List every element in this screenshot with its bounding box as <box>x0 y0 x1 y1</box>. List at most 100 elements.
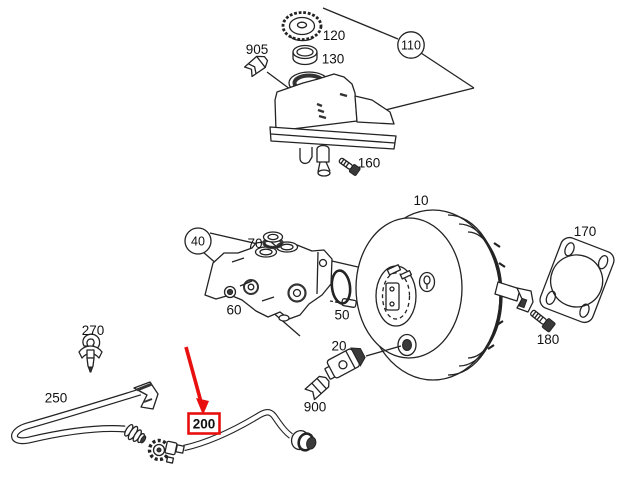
booster-center-dashed <box>381 272 411 320</box>
tank-body <box>274 73 358 132</box>
part-label-110[interactable]: 110 <box>401 39 421 53</box>
gasket-170 <box>539 236 615 324</box>
tank-level-marks <box>316 92 348 120</box>
booster-stud-top-1 <box>386 264 402 276</box>
clip-905-detail <box>248 56 266 74</box>
gasket-center-hole <box>549 254 604 308</box>
grommet-70 <box>262 231 284 250</box>
clip-905 <box>243 55 269 78</box>
booster-keyhole <box>418 271 436 293</box>
part-label-200-highlighted[interactable]: 200 <box>193 417 216 432</box>
part-label-905[interactable]: 905 <box>246 42 269 57</box>
mc-outlet <box>278 314 290 322</box>
part-label-120[interactable]: 120 <box>323 28 346 43</box>
part-label-160[interactable]: 160 <box>358 156 381 171</box>
leader-110-to-reservoir <box>372 87 475 114</box>
connector-hole <box>156 447 162 453</box>
brake-booster <box>329 209 534 381</box>
hose-200-end-fitting <box>290 430 317 452</box>
stud-dashed-line <box>329 300 342 304</box>
leader-110-top <box>322 7 399 40</box>
highlight-box <box>187 412 221 435</box>
grommet-bottom <box>263 242 283 249</box>
reservoir-tank <box>269 71 397 177</box>
highlight-200 <box>184 346 221 435</box>
gasket-hole-tl <box>564 242 575 257</box>
part-labels: 905 120 130 110 160 10 170 180 40 70 60 … <box>45 28 597 432</box>
elbow-band-2 <box>143 398 153 403</box>
filler-seal <box>292 44 318 66</box>
booster-clamp-tabs <box>487 242 506 350</box>
o-ring-50 <box>330 269 352 305</box>
callout-circle-110[interactable] <box>397 31 425 59</box>
bolt-180 <box>530 309 556 333</box>
tank-right-extension <box>354 95 395 125</box>
hose-200-quick-connector <box>147 438 185 464</box>
mc-boss-right <box>287 283 307 303</box>
gasket-plate <box>539 236 615 324</box>
elbow-band-1 <box>136 382 153 392</box>
part-label-70[interactable]: 70 <box>247 236 262 251</box>
highlight-arrow-line <box>184 346 203 403</box>
seal-side <box>292 52 318 66</box>
rib-end <box>140 435 147 444</box>
tank-port <box>299 147 313 165</box>
hose-250 <box>11 381 159 445</box>
part-label-20[interactable]: 20 <box>331 339 346 354</box>
sensor-20 <box>324 347 366 380</box>
mc-boss-left-hole <box>247 283 255 291</box>
nut-60 <box>223 285 237 299</box>
sensor-port-hole <box>402 339 412 351</box>
sensor-detail-circle <box>338 360 348 370</box>
mc-detail-lines <box>231 251 319 302</box>
mc-port-left-hole <box>259 248 273 256</box>
tank-valve-stem <box>317 161 331 173</box>
booster-stud-top-2 <box>399 269 413 280</box>
connector-tab <box>165 456 175 464</box>
part-label-250[interactable]: 250 <box>45 391 68 406</box>
nut-hole <box>226 288 234 296</box>
connector-nipple <box>175 444 185 454</box>
part-label-130[interactable]: 130 <box>322 52 345 67</box>
callout-circle-40[interactable] <box>184 227 212 255</box>
part-label-60[interactable]: 60 <box>226 303 241 318</box>
tank-flange-line <box>270 133 396 144</box>
mc-flange-hole <box>318 258 328 268</box>
tank-valve-body <box>316 149 330 163</box>
gasket-hole-tr <box>597 255 609 270</box>
cap-center-detail <box>296 21 308 29</box>
hose-200 <box>147 409 317 464</box>
connector-900-detail <box>311 378 327 394</box>
cap-top-ring <box>288 16 316 36</box>
master-cylinder-assembly <box>204 240 333 322</box>
highlight-arrow-head <box>196 398 209 415</box>
connector-900 <box>304 375 330 401</box>
hub-hole-top <box>389 286 395 292</box>
grommet-hole <box>267 233 279 241</box>
booster-hub <box>385 282 400 311</box>
clip-905-body <box>243 55 269 78</box>
booster-pushrod <box>494 281 521 302</box>
part-label-50[interactable]: 50 <box>334 308 349 323</box>
part-label-180[interactable]: 180 <box>537 332 560 347</box>
booster-clevis-pin <box>518 297 528 309</box>
part-label-10[interactable]: 10 <box>413 193 428 208</box>
leader-20 <box>365 345 402 357</box>
tank-valve-foot <box>317 169 331 177</box>
hose-250-tube <box>12 389 141 444</box>
grommet-top <box>262 231 284 243</box>
clip-270-ring <box>82 333 101 350</box>
part-label-170[interactable]: 170 <box>574 224 597 239</box>
clip-270 <box>78 333 103 373</box>
part-label-900[interactable]: 900 <box>304 400 327 415</box>
mc-boss-right-hole <box>292 288 302 298</box>
pin-160 <box>338 157 361 176</box>
part-label-270[interactable]: 270 <box>82 323 105 338</box>
seal-inner <box>296 47 314 57</box>
part-label-40[interactable]: 40 <box>191 235 205 249</box>
gasket-hole-bl <box>545 290 557 305</box>
sensor-detail-line <box>345 350 356 369</box>
connector-900-body <box>304 375 330 401</box>
bolt-threads <box>531 311 544 323</box>
